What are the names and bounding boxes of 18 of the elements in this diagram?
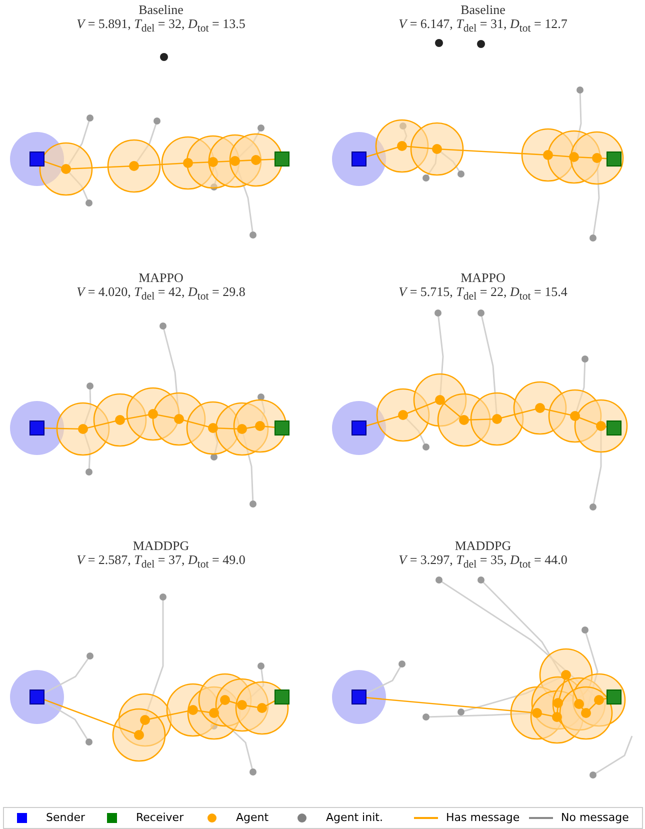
- legend-label: Has message: [446, 811, 520, 824]
- metrics-text: V = 6.147, T$_{del}$ = 31, D$_{tot}$ = 12.7: [398, 17, 568, 36]
- panel-title: MAPPO: [460, 271, 506, 285]
- metrics-text: V = 5.715, T$_{del}$ = 22, D$_{tot}$ = 15.4: [398, 285, 568, 304]
- panel-title: MAPPO: [138, 271, 184, 285]
- metrics-text: V = 5.891, T$_{del}$ = 32, D$_{tot}$ = 13.5: [76, 17, 246, 36]
- panel-title: Baseline: [138, 3, 184, 17]
- panel-title: MADDPG: [132, 539, 190, 553]
- metrics-text: V = 2.587, T$_{del}$ = 37, D$_{tot}$ = 49.0: [76, 553, 246, 572]
- legend-label: Agent: [236, 811, 269, 824]
- panel-title: Baseline: [460, 3, 506, 17]
- metrics-text: V = 3.297, T$_{del}$ = 35, D$_{tot}$ = 44.0: [398, 553, 568, 572]
- metrics-text: V = 4.020, T$_{del}$ = 42, D$_{tot}$ = 29.8: [76, 285, 246, 304]
- legend-label: Receiver: [136, 811, 184, 824]
- panel-title: MADDPG: [454, 539, 512, 553]
- legend-label: Sender: [46, 811, 85, 824]
- legend-label: No message: [561, 811, 629, 824]
- legend-label: Agent init.: [326, 811, 383, 824]
